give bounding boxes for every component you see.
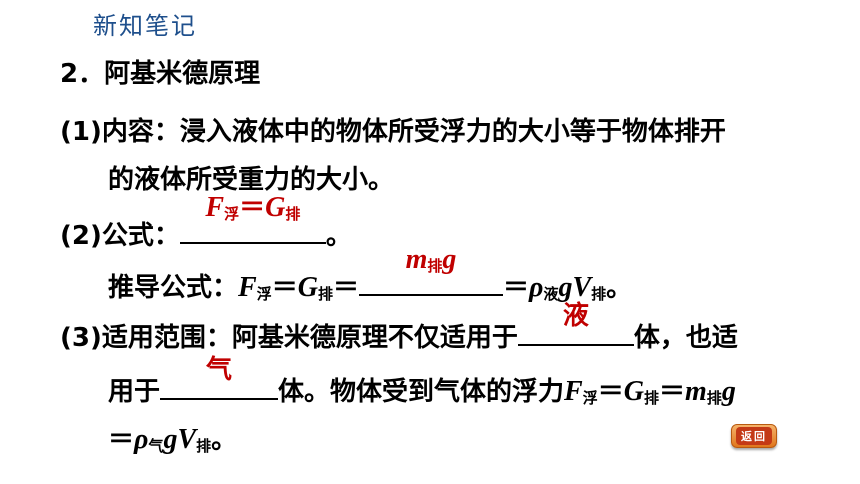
item3-line1: (3)适用范围：阿基米德原理不仅适用于液体，也适 <box>60 301 738 358</box>
derive-blank: m排g <box>359 244 503 296</box>
scope-blank-gas: 气 <box>160 355 279 400</box>
section-number: 2． <box>60 59 105 89</box>
item1-text1: 内容：浸入液体中的物体所受浮力的大小等于物体排开 <box>101 117 726 147</box>
formula-answer: F浮＝G排 <box>205 192 301 223</box>
item1-label: (1) <box>60 117 102 147</box>
derive-answer: m排g <box>405 244 457 275</box>
item1-line1: (1)内容：浸入液体中的物体所受浮力的大小等于物体排开 <box>60 112 726 152</box>
item2-label: (2) <box>60 221 102 251</box>
item3-line3: ＝ρ气gV排。 <box>108 424 238 455</box>
item2-formula-line: (2)公式： F浮＝G排。 <box>60 192 352 256</box>
return-button-label: 返回 <box>736 427 772 445</box>
scope-blank-liquid: 液 <box>517 301 634 346</box>
return-button[interactable]: 返回 <box>731 424 777 448</box>
formula-blank: F浮＝G排 <box>179 192 326 244</box>
item2-suffix: 。 <box>325 221 352 251</box>
page-header: 新知笔记 <box>93 12 197 40</box>
derive-line: 推导公式：F浮＝G排＝m排g＝ρ液gV排。 <box>108 244 632 314</box>
answer-liquid: 液 <box>562 301 589 331</box>
section-title: 2．阿基米德原理 <box>60 54 260 94</box>
section-title-text: 阿基米德原理 <box>104 59 261 89</box>
item3-line2: 用于气体。物体受到气体的浮力F浮＝G排＝m排g <box>108 355 736 418</box>
item1-line2: 的液体所受重力的大小。 <box>108 160 394 200</box>
item1-text2: 的液体所受重力的大小。 <box>108 165 395 195</box>
answer-gas: 气 <box>206 355 233 385</box>
item2-prefix: 公式： <box>101 221 180 251</box>
